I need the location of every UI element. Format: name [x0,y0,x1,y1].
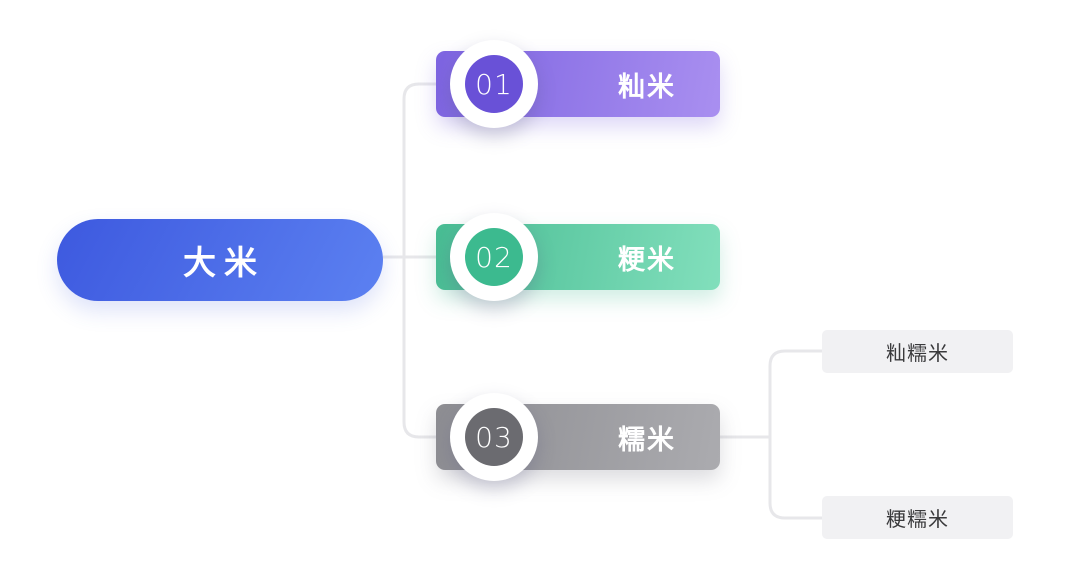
connector-right-trunk [768,349,822,520]
branch-02-label: 粳米 [618,244,676,276]
branch-03-label: 糯米 [618,424,676,456]
root-node[interactable]: 大米 [57,219,383,301]
branch-01-label: 籼米 [618,71,676,103]
sub-node-2-label: 粳糯米 [886,507,949,531]
branch-01-badge-circle: 01 [465,55,523,113]
branch-03-number: 03 [475,420,513,454]
branch-01-number: 01 [475,67,513,101]
branch-02-number: 02 [475,240,513,274]
sub-node-2[interactable]: 粳糯米 [822,496,1013,539]
branch-02-badge-circle: 02 [465,228,523,286]
sub-node-1[interactable]: 籼糯米 [822,330,1013,373]
sub-node-1-label: 籼糯米 [886,341,949,365]
branch-node-02[interactable]: 02 粳米 [436,213,720,301]
branch-01-number-badge: 01 [450,40,538,128]
connector-left-trunk [402,82,436,439]
root-node-label: 大米 [183,243,265,282]
branch-node-03[interactable]: 03 糯米 [436,393,720,481]
branch-node-01[interactable]: 01 籼米 [436,40,720,128]
branch-02-number-badge: 02 [450,213,538,301]
branch-03-number-badge: 03 [450,393,538,481]
branch-03-badge-circle: 03 [465,408,523,466]
